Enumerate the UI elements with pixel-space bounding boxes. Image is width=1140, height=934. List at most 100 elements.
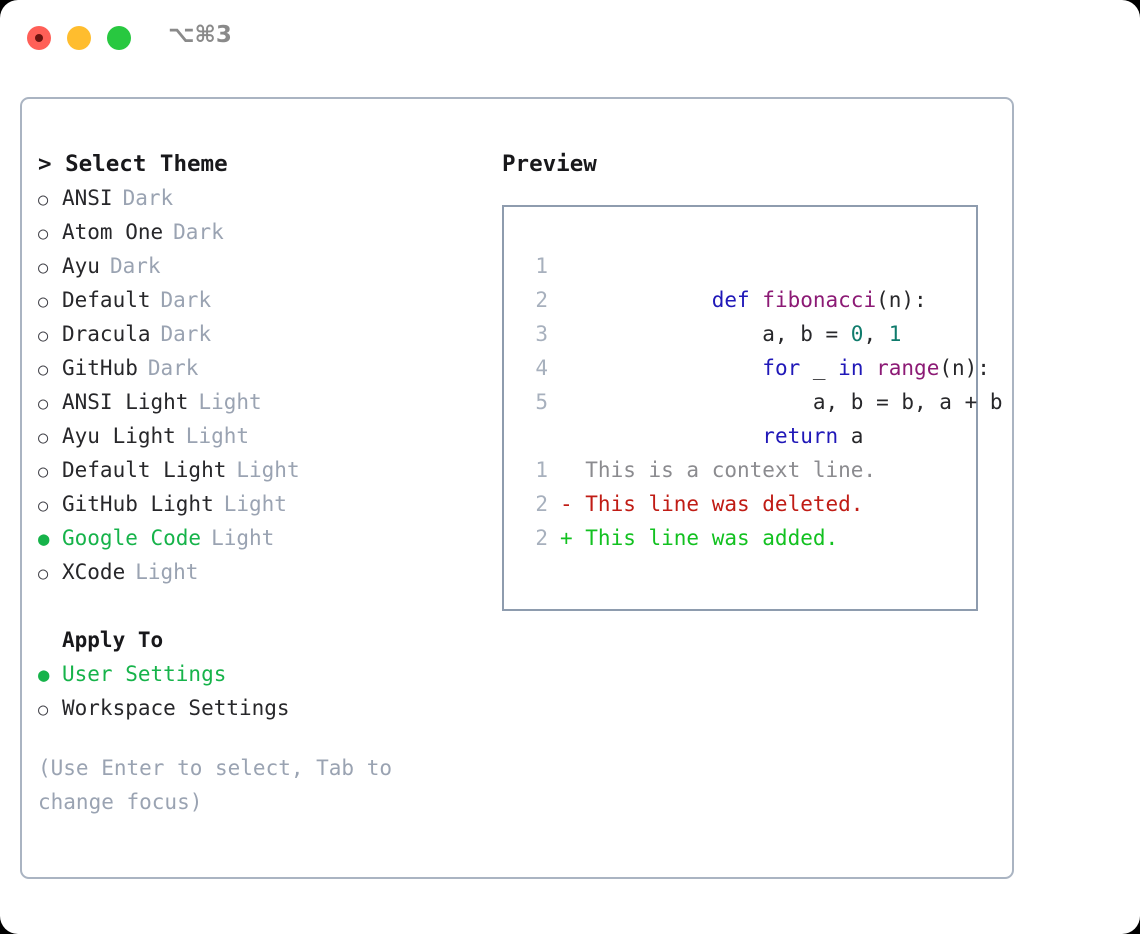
- maximize-button[interactable]: [107, 26, 131, 50]
- theme-option-variant: Dark: [160, 288, 212, 312]
- code-token: def: [711, 288, 763, 312]
- line-number: 4: [535, 356, 548, 380]
- theme-option-label: Default: [62, 288, 151, 312]
- theme-option-label: Ayu: [62, 254, 100, 278]
- radio-icon: ○: [38, 700, 49, 720]
- code-preview-box: 1 def fibonacci(n): 2 a, b = 0, 1 3 for …: [502, 205, 1003, 611]
- diff-text: + This line was added.: [560, 526, 839, 550]
- apply-to-option-label: User Settings: [62, 662, 227, 686]
- code-token: _: [800, 356, 839, 380]
- theme-option-label: Google Code: [62, 526, 202, 550]
- select-theme-heading: > Select Theme: [38, 151, 228, 177]
- diff-line-deleted: 2 - This line was deleted.: [518, 487, 976, 521]
- theme-option-default-light[interactable]: ○ Default Light Light: [38, 453, 478, 487]
- code-line: 4 a, b = b, a + b: [518, 351, 1002, 414]
- line-number: 5: [535, 390, 548, 414]
- minimize-button[interactable]: [67, 26, 91, 50]
- theme-option-variant: Dark: [147, 356, 199, 380]
- theme-option-dracula[interactable]: ○ Dracula Dark: [38, 317, 478, 351]
- preview-heading: Preview: [502, 151, 597, 177]
- apply-to-option-label: Workspace Settings: [62, 696, 290, 720]
- theme-option-label: ANSI: [62, 186, 113, 210]
- radio-icon: ○: [38, 326, 49, 346]
- code-text: a, b = 0, 1: [560, 283, 901, 385]
- theme-option-label: Dracula: [62, 322, 151, 346]
- theme-option-ayu-light[interactable]: ○ Ayu Light Light: [38, 419, 478, 453]
- code-line: 1 def fibonacci(n):: [518, 249, 976, 312]
- theme-picker-column: > Select Theme ○ ANSI Dark ○ Atom One Da…: [38, 147, 478, 819]
- theme-option-github-light[interactable]: ○ GitHub Light Light: [38, 487, 478, 521]
- code-token: (n):: [939, 356, 990, 380]
- radio-icon: ○: [38, 428, 49, 448]
- theme-option-default[interactable]: ○ Default Dark: [38, 283, 478, 317]
- radio-icon: ○: [38, 462, 49, 482]
- close-button[interactable]: [27, 26, 51, 50]
- theme-option-label: GitHub Light: [62, 492, 214, 516]
- theme-option-atom-one[interactable]: ○ Atom One Dark: [38, 215, 478, 249]
- radio-icon: ○: [38, 496, 49, 516]
- theme-option-variant: Dark: [173, 220, 224, 244]
- code-token: (n):: [876, 288, 927, 312]
- theme-option-ansi[interactable]: ○ ANSI Dark: [38, 181, 478, 215]
- code-line: 3 for _ in range(n):: [518, 317, 990, 380]
- theme-option-github[interactable]: ○ GitHub Dark: [38, 351, 478, 385]
- window-controls: [27, 26, 131, 50]
- theme-option-variant: Dark: [160, 322, 212, 346]
- apply-to-option-workspace-settings[interactable]: ○ Workspace Settings: [38, 691, 478, 725]
- window-title-shortcut: ⌥⌘3: [168, 22, 232, 48]
- theme-option-label: ANSI Light: [62, 390, 189, 414]
- code-token: a: [838, 424, 864, 448]
- code-token: ,: [863, 322, 889, 346]
- theme-list: ○ ANSI Dark ○ Atom One Dark ○ Ayu Dark ○…: [38, 181, 478, 589]
- code-text: a, b = b, a + b: [560, 351, 1003, 453]
- code-token: return: [762, 424, 839, 448]
- code-token: range: [876, 356, 940, 380]
- theme-option-variant: Light: [236, 458, 300, 482]
- code-token: [712, 424, 763, 448]
- code-line: 2 a, b = 0, 1: [518, 283, 976, 346]
- apply-to-option-user-settings[interactable]: ● User Settings: [38, 657, 478, 691]
- apply-to-heading-label: Apply To: [62, 628, 164, 652]
- theme-option-google-code[interactable]: ● Google Code Light: [38, 521, 478, 555]
- code-text: return a: [560, 385, 863, 487]
- radio-icon: ○: [38, 190, 49, 210]
- code-text: def fibonacci(n):: [560, 249, 927, 351]
- line-number: 3: [535, 322, 548, 346]
- radio-icon: ○: [38, 564, 49, 584]
- theme-option-label: Default Light: [62, 458, 227, 482]
- code-token: for: [762, 356, 801, 380]
- keyboard-hint-text: (Use Enter to select, Tab to change focu…: [38, 756, 393, 814]
- diff-text: - This line was deleted.: [560, 492, 864, 516]
- radio-icon: ○: [38, 258, 49, 278]
- radio-selected-icon: ●: [38, 528, 50, 550]
- radio-selected-icon: ●: [38, 664, 50, 686]
- radio-icon: ○: [38, 360, 49, 380]
- theme-option-variant: Dark: [122, 186, 174, 210]
- theme-option-label: GitHub: [62, 356, 138, 380]
- theme-option-ayu[interactable]: ○ Ayu Dark: [38, 249, 478, 283]
- title-bar: ⌥⌘3: [0, 0, 1140, 78]
- line-number: 2: [535, 492, 548, 516]
- line-number: 2: [535, 288, 548, 312]
- preview-column: Preview 1 def fibonacci(n): 2 a, b = 0, …: [502, 147, 1003, 611]
- main-panel: > Select Theme ○ ANSI Dark ○ Atom One Da…: [20, 97, 1014, 879]
- code-token: in: [838, 356, 864, 380]
- code-token: 1: [888, 322, 902, 346]
- theme-option-label: Ayu Light: [62, 424, 176, 448]
- theme-option-variant: Dark: [109, 254, 161, 278]
- code-token: 0: [850, 322, 864, 346]
- theme-option-variant: Light: [223, 492, 287, 516]
- theme-option-variant: Light: [198, 390, 262, 414]
- theme-option-label: Atom One: [62, 220, 164, 244]
- line-number: 1: [535, 458, 548, 482]
- theme-option-variant: Light: [185, 424, 250, 448]
- apply-to-heading: Apply To: [38, 623, 478, 657]
- line-number: 2: [535, 526, 548, 550]
- theme-option-label: XCode: [62, 560, 126, 584]
- apply-to-list: ● User Settings ○ Workspace Settings: [38, 657, 478, 725]
- theme-option-xcode[interactable]: ○ XCode Light: [38, 555, 478, 589]
- radio-icon: ○: [38, 394, 49, 414]
- section-spacer: [38, 589, 478, 623]
- theme-option-ansi-light[interactable]: ○ ANSI Light Light: [38, 385, 478, 419]
